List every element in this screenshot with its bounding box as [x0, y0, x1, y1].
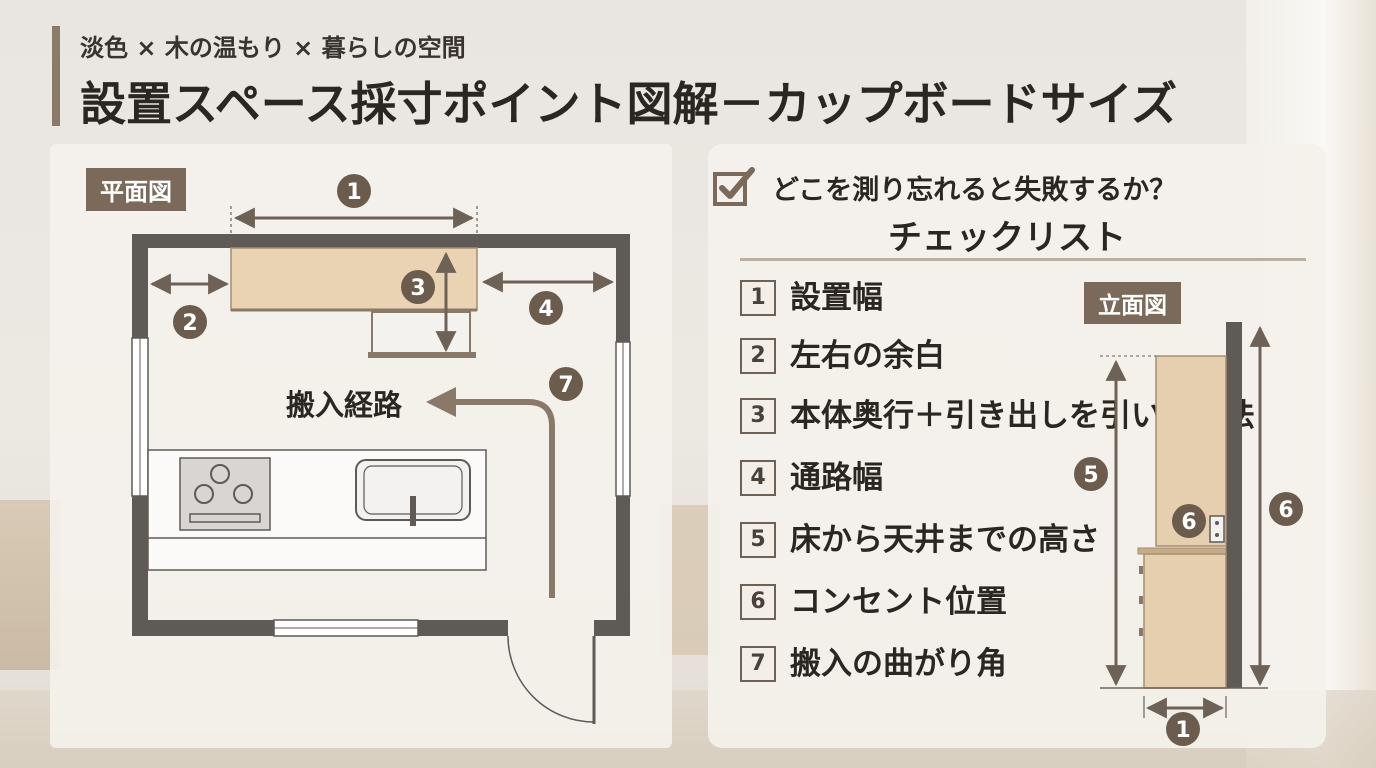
page-subtitle: 淡色 × 木の温もり × 暮らしの空間	[80, 34, 466, 62]
carry-in-route-arrow	[426, 387, 555, 598]
item-number: 6	[740, 584, 776, 620]
marker-2: 2	[173, 305, 207, 339]
floor-plan-tag: 平面図	[86, 168, 186, 211]
item-label: 通路幅	[790, 460, 883, 496]
marker-4: 4	[529, 291, 563, 325]
item-number: 2	[740, 338, 776, 374]
item-number: 1	[740, 280, 776, 316]
window-left	[131, 337, 149, 497]
svg-text:4: 4	[538, 297, 553, 322]
svg-text:7: 7	[558, 373, 573, 398]
cupboard-plan	[230, 247, 478, 358]
marker-3: 3	[401, 270, 435, 304]
item-label: 床から天井までの高さ	[790, 522, 1100, 558]
checklist-question: どこを測り忘れると失敗するか？	[772, 175, 1177, 206]
kitchen-counter	[147, 449, 487, 571]
page-title: 設置スペース採寸ポイント図解－カップボードサイズ	[80, 77, 1178, 131]
checklist-title: チェックリスト	[888, 218, 1126, 258]
item-number: 4	[740, 460, 776, 496]
elevation-tag: 立面図	[1084, 282, 1181, 324]
checkbox-icon	[713, 167, 755, 206]
item-number: 7	[740, 646, 776, 682]
window-right	[615, 341, 631, 497]
marker-1: 1	[337, 174, 371, 208]
item-label: 設置幅	[790, 280, 883, 316]
door	[507, 635, 596, 724]
svg-text:3: 3	[410, 276, 425, 301]
carry-in-route-label: 搬入経路	[286, 388, 403, 422]
title-accent-bar	[52, 26, 60, 126]
checklist-divider	[740, 258, 1306, 261]
item-number: 5	[740, 522, 776, 558]
room-walls	[132, 234, 630, 636]
item-number: 3	[740, 398, 776, 434]
svg-text:1: 1	[346, 180, 361, 205]
svg-text:2: 2	[182, 311, 197, 336]
window-bottom	[273, 619, 419, 637]
item-label: 本体奥行＋引き出しを引いた寸法	[790, 398, 1255, 434]
marker-7: 7	[549, 367, 583, 401]
dimension-1-width	[230, 206, 478, 248]
item-label: コンセント位置	[790, 584, 1007, 620]
item-label: 左右の余白	[790, 338, 945, 374]
item-label: 搬入の曲がり角	[790, 646, 1007, 682]
